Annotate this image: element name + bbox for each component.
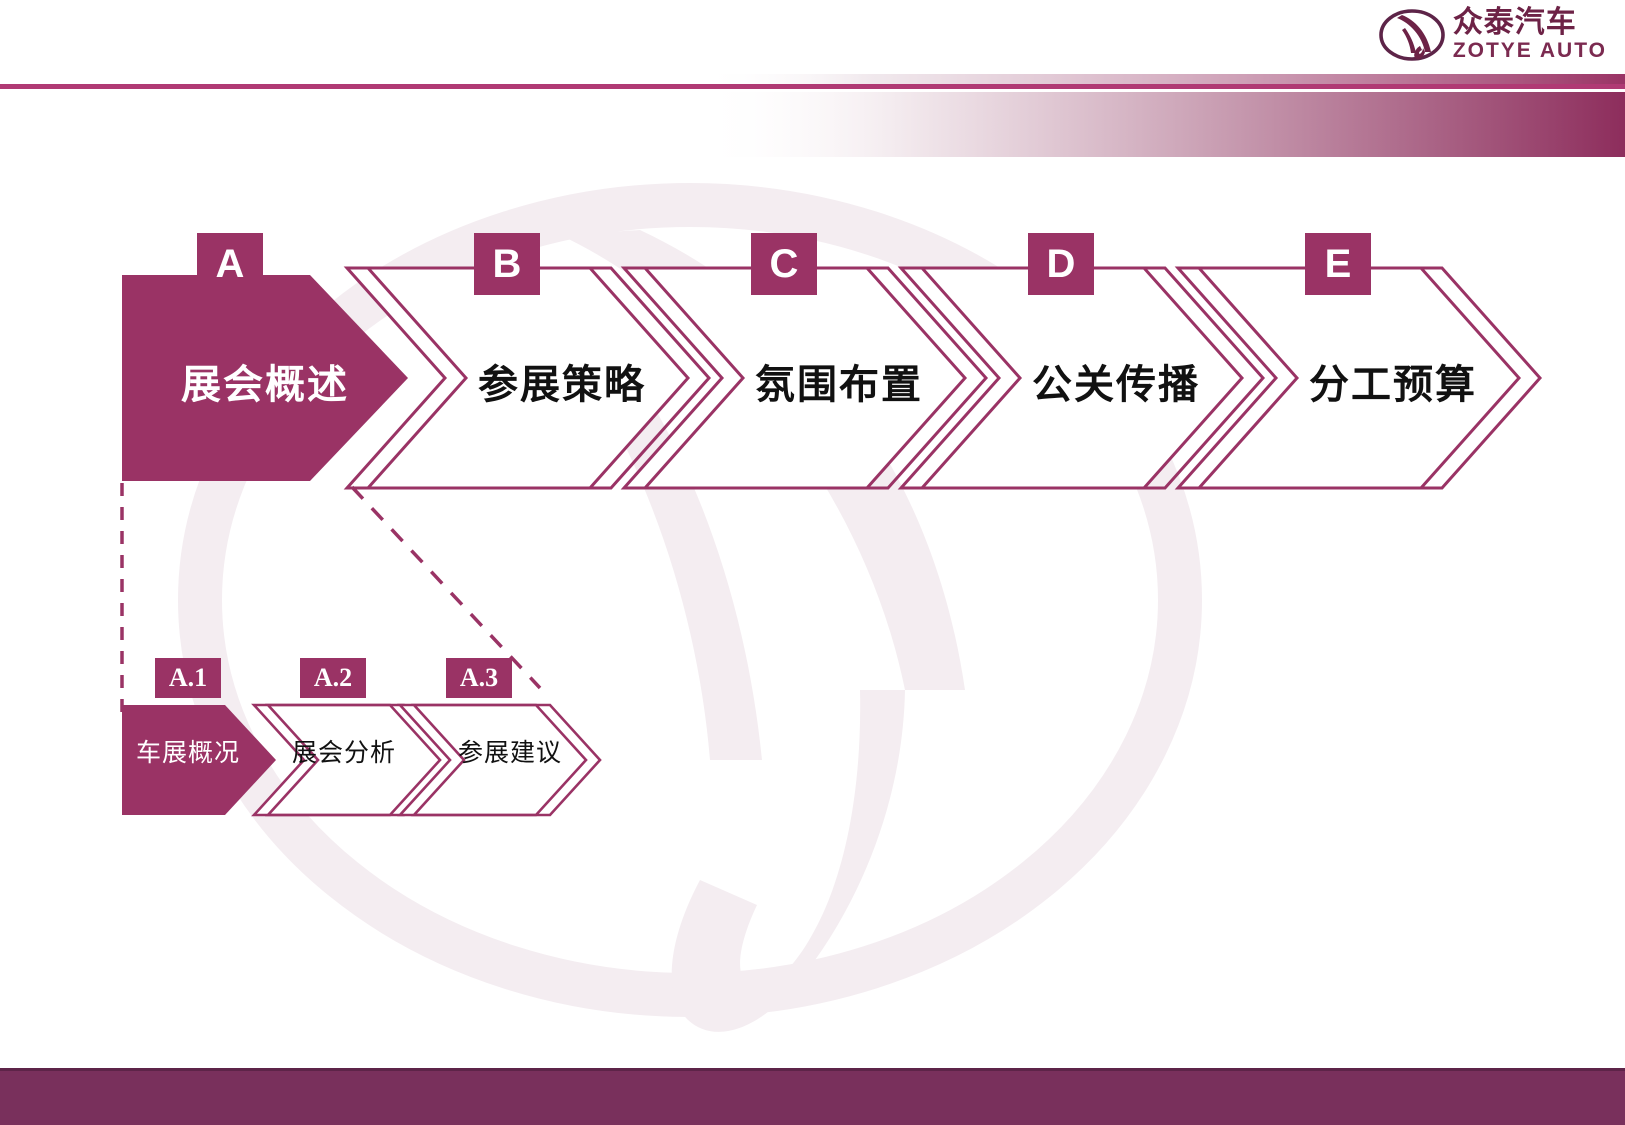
sub-step-title-a3[interactable]: 参展建议 — [458, 733, 562, 769]
main-step-title-a-text: 展会概述 — [181, 362, 349, 408]
sub-step-title-a1[interactable]: 车展概况 — [136, 733, 240, 769]
main-step-title-b[interactable]: 参展策略 — [478, 352, 646, 410]
sub-step-key-a3[interactable]: A.3 — [446, 658, 512, 698]
main-step-key-e-text: E — [1324, 241, 1352, 286]
brand-logo: 众泰汽车 ZOTYE AUTO — [1307, 2, 1607, 68]
sub-step-key-a2[interactable]: A.2 — [300, 658, 366, 698]
main-step-title-c[interactable]: 氛围布置 — [755, 352, 923, 410]
sub-step-key-a2-text: A.2 — [313, 663, 353, 692]
main-chevron-outline-e[interactable] — [1174, 266, 1543, 490]
brand-text: 众泰汽车 ZOTYE AUTO — [1452, 4, 1607, 62]
main-step-key-e[interactable]: E — [1305, 233, 1371, 295]
sub-step-key-a1-text: A.1 — [168, 663, 208, 692]
main-chevron-outline-d[interactable] — [897, 266, 1266, 490]
main-step-title-e[interactable]: 分工预算 — [1309, 352, 1477, 410]
main-chevron-outline-c[interactable] — [620, 266, 989, 490]
sub-step-key-a1[interactable]: A.1 — [155, 658, 221, 698]
main-step-title-d[interactable]: 公关传播 — [1032, 352, 1200, 410]
main-step-key-b-text: B — [492, 241, 522, 286]
brand-name-cn: 众泰汽车 — [1452, 4, 1577, 40]
sub-step-title-a2[interactable]: 展会分析 — [292, 733, 396, 769]
sub-step-key-a3-text: A.3 — [459, 663, 499, 692]
sub-chevron-filled-a1[interactable] — [122, 705, 276, 815]
main-step-title-c-text: 氛围布置 — [755, 362, 923, 408]
main-step-title-b-text: 参展策略 — [478, 362, 646, 408]
main-step-key-d[interactable]: D — [1028, 233, 1094, 295]
main-step-key-c-text: C — [769, 241, 799, 286]
main-chevron-outline-b[interactable] — [343, 266, 712, 490]
sub-step-title-a3-text: 参展建议 — [458, 738, 563, 767]
main-step-title-a[interactable]: 展会概述 — [181, 352, 349, 410]
main-step-key-c[interactable]: C — [751, 233, 817, 295]
main-step-key-a-text: A — [215, 241, 245, 286]
main-step-title-e-text: 分工预算 — [1309, 362, 1477, 408]
sub-step-title-a2-text: 展会分析 — [292, 738, 397, 767]
sub-step-title-a1-text: 车展概况 — [136, 738, 241, 767]
main-step-title-d-text: 公关传播 — [1032, 362, 1200, 408]
footer-bar — [0, 1068, 1625, 1125]
zotye-emblem-icon — [1379, 9, 1445, 61]
brand-name-en: ZOTYE AUTO — [1452, 38, 1607, 62]
main-step-key-d-text: D — [1046, 241, 1076, 286]
main-step-key-a[interactable]: A — [197, 233, 263, 295]
sub-chevron-outline-a3[interactable] — [397, 703, 602, 817]
main-chevron-filled-a[interactable] — [122, 275, 408, 481]
main-step-key-b[interactable]: B — [474, 233, 540, 295]
